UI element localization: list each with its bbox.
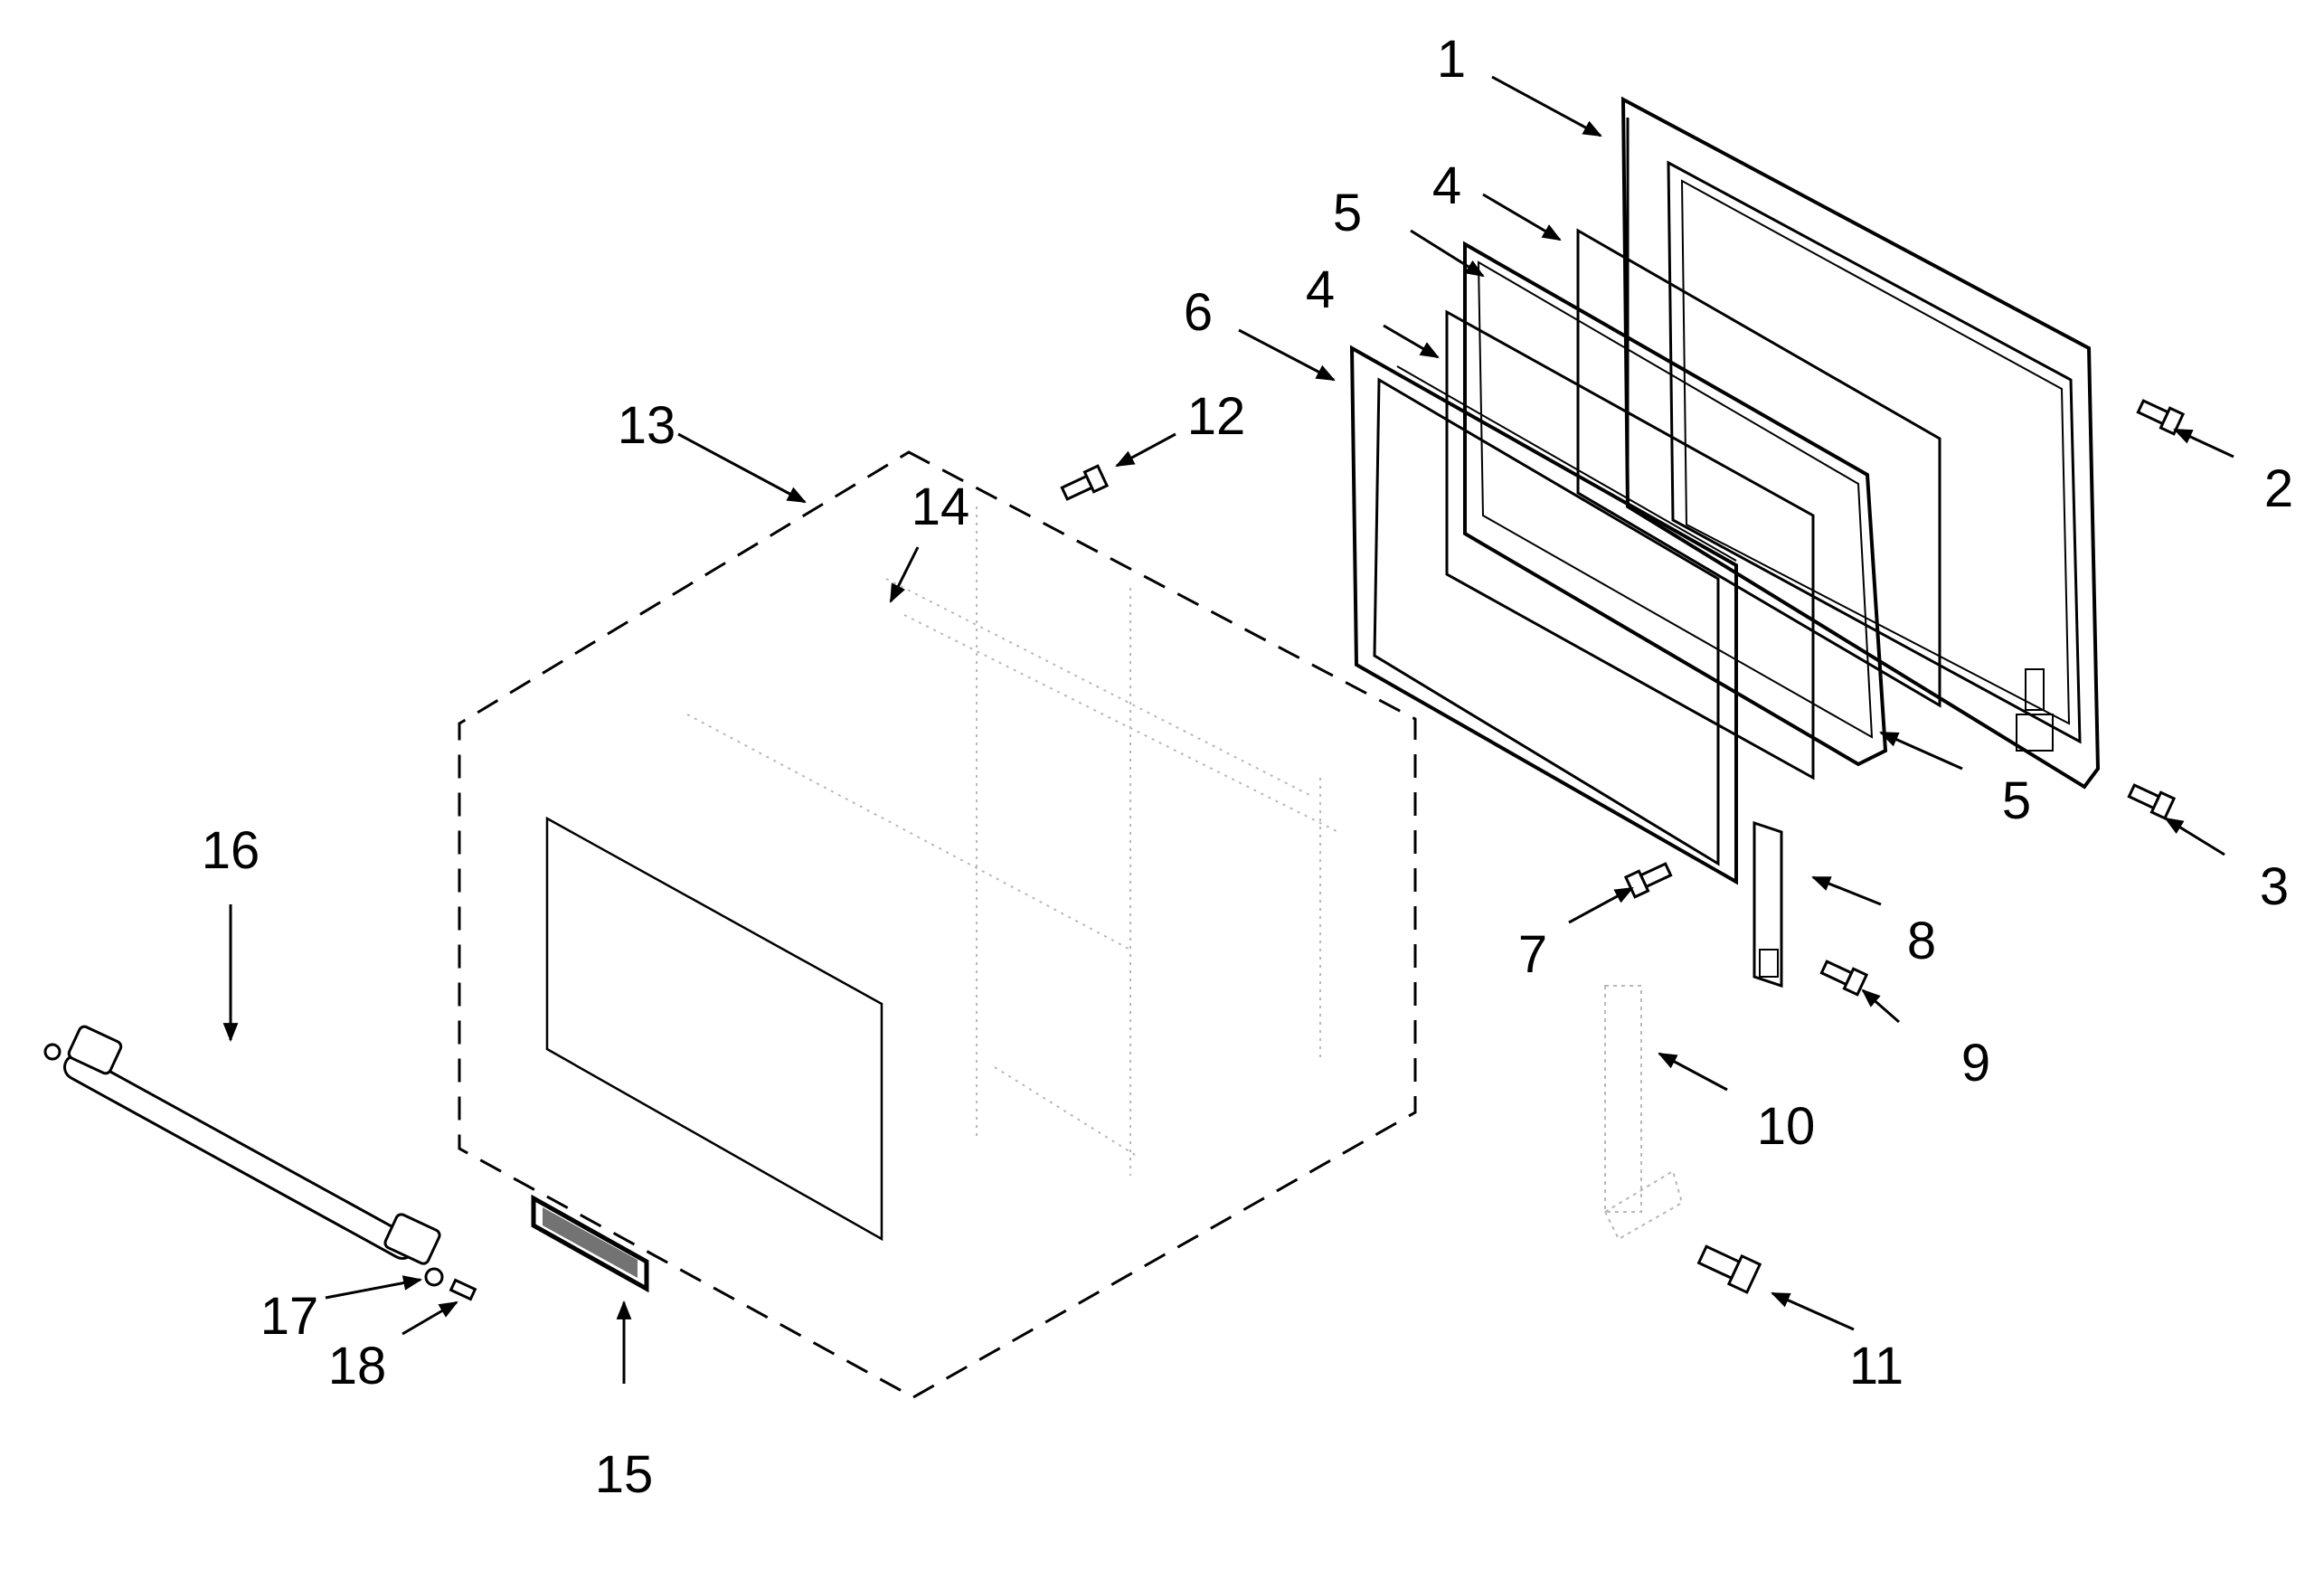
callout-18: 18	[328, 1337, 387, 1395]
callout-5b: 5	[2002, 771, 2031, 830]
callout-10: 10	[1757, 1097, 1816, 1156]
callout-2: 2	[2264, 459, 2293, 518]
hinge	[1752, 820, 1783, 988]
callout-7: 7	[1518, 925, 1547, 984]
hinge-receiver	[1603, 985, 1684, 1241]
callout-8: 8	[1907, 912, 1936, 970]
inner-glass-front	[1445, 309, 1815, 780]
screw-11	[1696, 1244, 1762, 1294]
callout-5a: 5	[1333, 184, 1362, 242]
callout-16: 16	[202, 821, 260, 880]
callout-17: 17	[260, 1287, 319, 1346]
inner-glass-back	[1576, 228, 1941, 708]
badge-plate	[531, 1194, 649, 1293]
callout-12: 12	[1187, 387, 1246, 446]
screw-7	[1623, 862, 1673, 899]
outer-door-assembly	[458, 450, 1417, 1399]
callout-3: 3	[2260, 857, 2289, 916]
callout-14: 14	[912, 478, 970, 536]
callout-labels: 1 2 3 4 4 5 5 6 7 8 9 10 11 12 13 14 15 …	[202, 30, 2293, 1504]
callout-15: 15	[595, 1445, 654, 1504]
screw-2	[2136, 399, 2186, 436]
callout-11: 11	[1849, 1337, 1904, 1395]
washer	[424, 1267, 444, 1287]
callout-9: 9	[1961, 1034, 1990, 1092]
door-handle	[43, 1025, 441, 1265]
inner-glass-frame	[1349, 345, 1738, 885]
callout-6: 6	[1184, 283, 1213, 342]
screw-12	[1060, 464, 1110, 501]
handle-screw	[449, 1278, 477, 1301]
screw-9	[1819, 960, 1869, 997]
screw-3	[2127, 783, 2177, 820]
glass-gasket-frame-back	[1463, 241, 1888, 767]
callout-13: 13	[618, 396, 676, 455]
leader-lines	[222, 75, 2234, 1384]
door-window	[545, 816, 883, 1242]
callout-4a: 4	[1432, 156, 1461, 215]
door-liner-frame	[1620, 96, 2101, 790]
callout-1: 1	[1437, 30, 1466, 89]
callout-4b: 4	[1306, 260, 1335, 319]
